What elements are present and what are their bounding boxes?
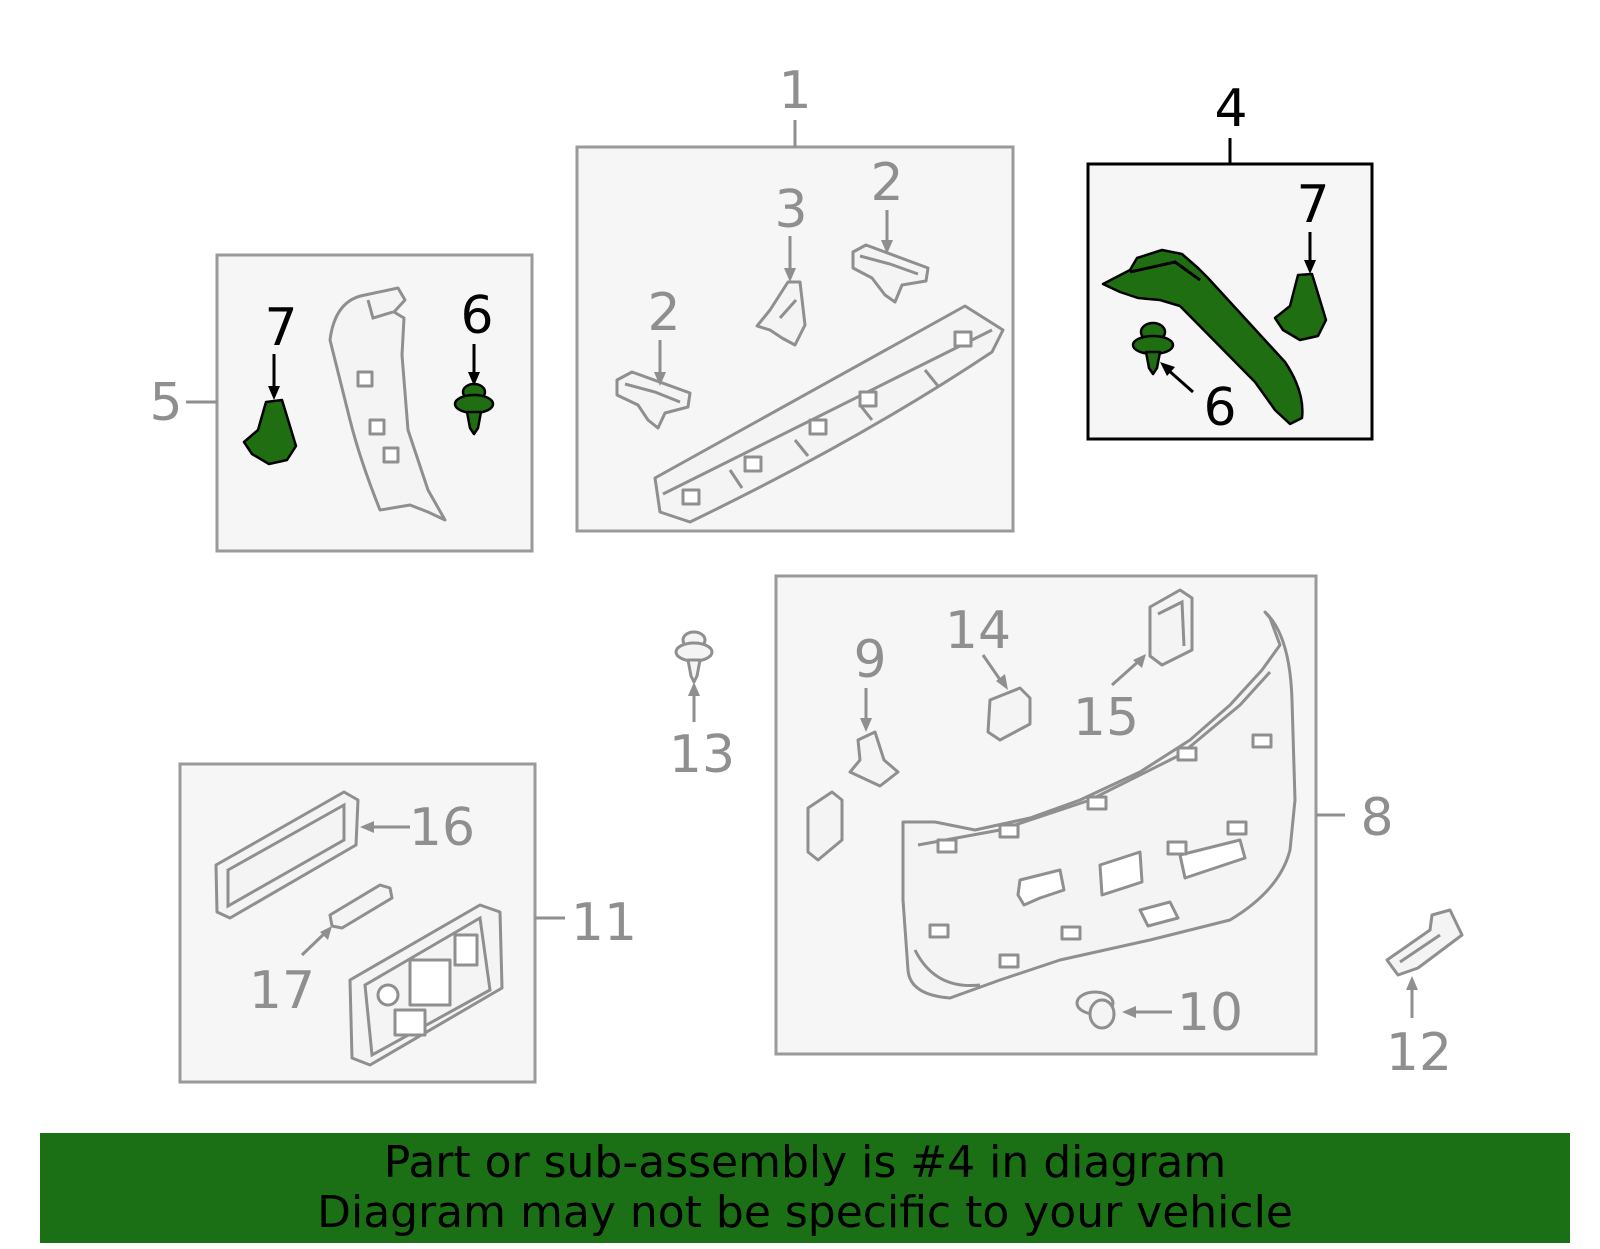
callout-3: 3 [774, 180, 807, 240]
highlighted-pin-6-box4 [1131, 321, 1175, 376]
callout-12: 14 [945, 601, 1011, 661]
callout-8: 8 [1360, 788, 1393, 848]
clip-2-right-part [851, 243, 930, 304]
lamp-housing-15-part [348, 903, 504, 1067]
highlighted-pin-6-box5 [453, 382, 495, 436]
banner-line-1: Part or sub-assembly is #4 in diagram [383, 1137, 1227, 1188]
info-banner: Part or sub-assembly is #4 in diagram Di… [40, 1133, 1570, 1243]
highlighted-clip-7-box5 [242, 398, 298, 466]
highlighted-trim-part-4 [1101, 248, 1304, 426]
push-pin-11-part [674, 630, 714, 684]
callout-6-box5: 6 [460, 286, 493, 346]
banner-line-2: Diagram may not be specific to your vehi… [317, 1187, 1293, 1238]
highlighted-clip-7-box4 [1273, 272, 1328, 342]
callout-11: 13 [669, 725, 735, 785]
callout-2-left: 2 [647, 283, 680, 343]
clip-9-part [848, 730, 900, 788]
cover-12-part [986, 686, 1032, 742]
lens-16-part [214, 790, 360, 920]
liftgate-trim-panel-part [901, 610, 1297, 1000]
callout-17: 17 [249, 961, 315, 1021]
callout-14: 12 [1386, 1023, 1452, 1083]
callout-9: 9 [853, 630, 886, 690]
callout-16: 16 [409, 798, 475, 858]
side-cover-part [806, 790, 844, 862]
pillar-trim-part [328, 286, 447, 522]
callout-5: 5 [149, 373, 182, 433]
callout-1: 1 [778, 61, 811, 121]
callout-2-right: 2 [870, 153, 903, 213]
callout-7-box4: 7 [1296, 175, 1329, 235]
callout-15: 11 [571, 893, 637, 953]
callout-7-box5: 7 [264, 298, 297, 358]
callout-4: 4 [1214, 79, 1247, 139]
callout-6-box4: 6 [1203, 378, 1236, 438]
callout-10: 10 [1177, 983, 1243, 1043]
pin-10-part [1075, 990, 1116, 1030]
callout-13: 15 [1073, 688, 1139, 748]
scuff-plate-part [653, 304, 1005, 524]
clip-3-part [755, 280, 807, 347]
clip-14-part [1385, 908, 1464, 977]
